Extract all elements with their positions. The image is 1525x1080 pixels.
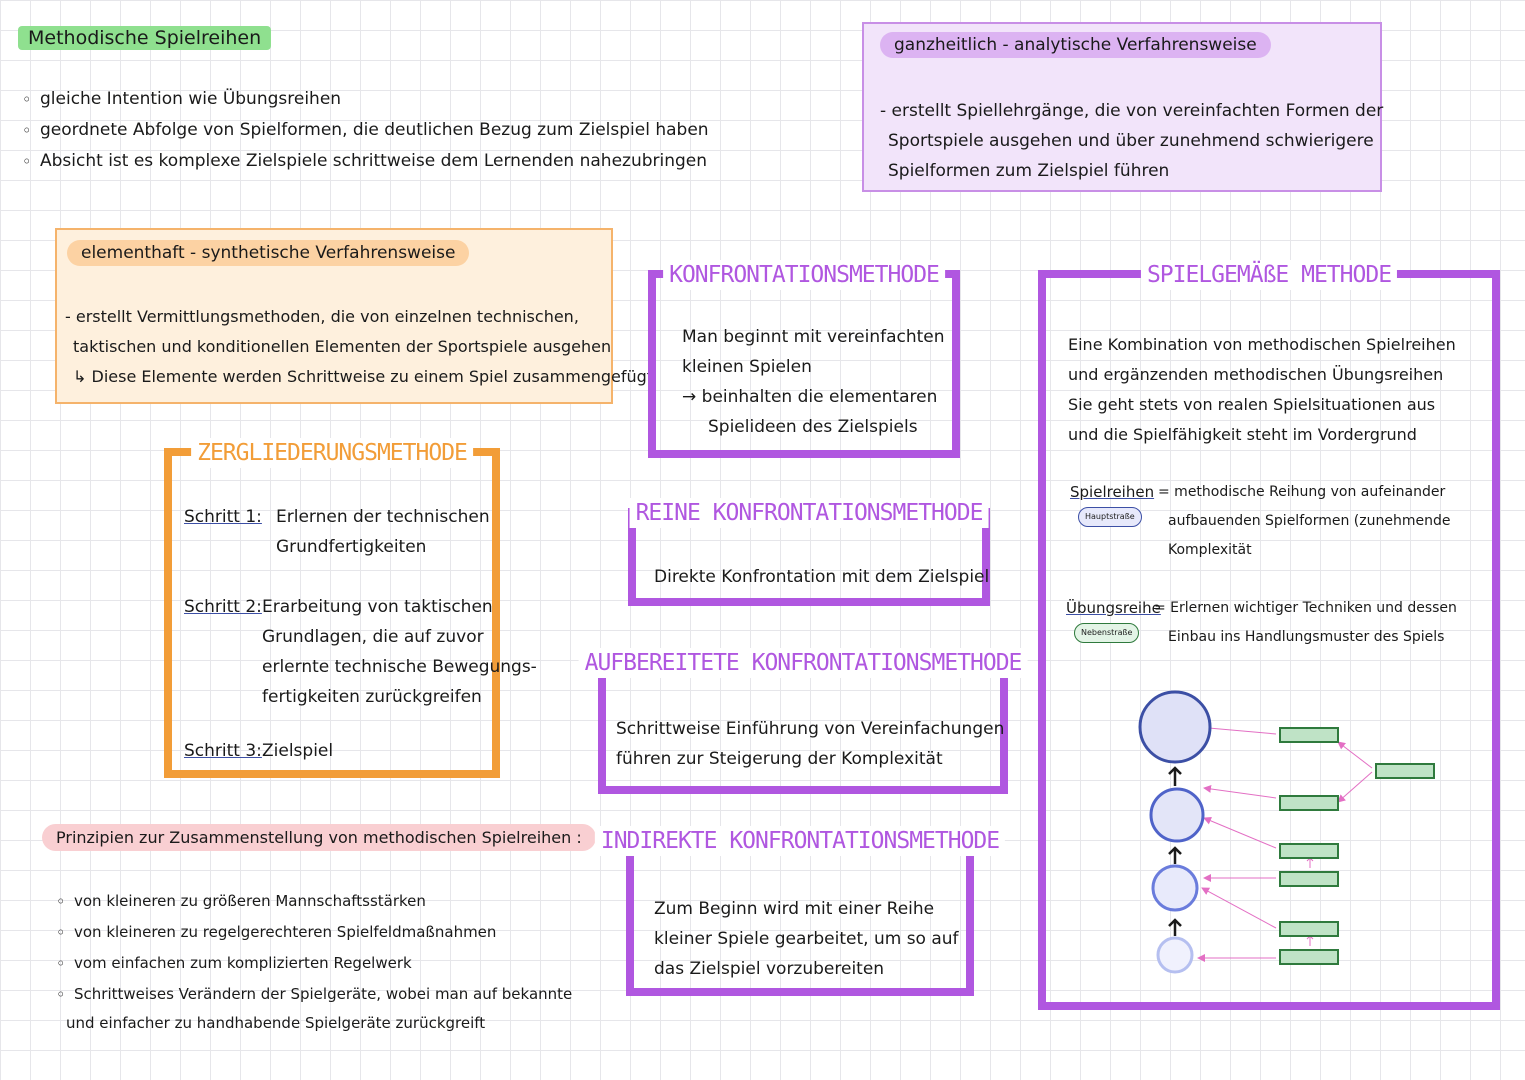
step-line: Grundlagen, die auf zuvor xyxy=(262,627,484,647)
prinzipien-title: Prinzipien zur Zusammenstellung von meth… xyxy=(42,824,596,851)
konfrontation-line: kleinen Spielen xyxy=(682,357,812,377)
spielgemaesse-line: und ergänzenden methodischen Übungsreihe… xyxy=(1068,365,1444,384)
diagram-rect xyxy=(1279,843,1339,859)
spielgemaesse-line: und die Spielfähigkeit steht im Vordergr… xyxy=(1068,425,1417,444)
konfrontation-line: Spielideen des Zielspiels xyxy=(708,417,918,437)
elementhaft-line: - erstellt Vermittlungsmethoden, die von… xyxy=(65,307,579,326)
prinzipien-bullet: von kleineren zu regelgerechteren Spielf… xyxy=(56,917,572,948)
aufbereitete-line: führen zur Steigerung der Komplexität xyxy=(616,749,943,769)
prinzipien-title-wrap: Prinzipien zur Zusammenstellung von meth… xyxy=(42,824,596,851)
step-line: Zielspiel xyxy=(262,741,334,761)
diagram-circle xyxy=(1151,864,1199,912)
spielgemaesse-line: Eine Kombination von methodischen Spielr… xyxy=(1068,335,1456,354)
intro-bullet: geordnete Abfolge von Spielformen, die d… xyxy=(22,115,709,146)
spielreihen-term: Spielreihen xyxy=(1070,483,1155,501)
uebungsreihe-term: Übungsreihe xyxy=(1066,599,1161,617)
diagram-rect xyxy=(1279,727,1339,743)
ganzheitlich-line: Sportspiele ausgehen und über zunehmend … xyxy=(888,131,1374,151)
spielgemaesse-line: Sie geht stets von realen Spielsituation… xyxy=(1068,395,1436,414)
step-line: fertigkeiten zurückgreifen xyxy=(262,687,482,707)
diagram-rect xyxy=(1375,763,1435,779)
indirekte-line: Zum Beginn wird mit einer Reihe xyxy=(654,899,935,919)
reine-title: REINE KONFRONTATIONSMETHODE xyxy=(629,498,989,528)
ganzheitlich-title: ganzheitlich - analytische Verfahrenswei… xyxy=(880,32,1271,58)
intro-bullet: Absicht ist es komplexe Zielspiele schri… xyxy=(22,146,709,177)
indirekte-line: kleiner Spiele gearbeitet, um so auf xyxy=(654,929,959,949)
hauptstrasse-badge: Hauptstraße xyxy=(1078,507,1142,527)
aufbereitete-frame: AUFBEREITETE KONFRONTATIONSMETHODE Schri… xyxy=(578,648,1028,794)
uebungsreihe-line: Einbau ins Handlungsmuster des Spiels xyxy=(1168,629,1445,645)
indirekte-title: INDIREKTE KONFRONTATIONSMETHODE xyxy=(594,826,1006,856)
step-label: Schritt 2: xyxy=(184,597,262,617)
elementhaft-line: ↳ Diese Elemente werden Schrittweise zu … xyxy=(73,367,654,386)
uebungsreihe-line: = Erlernen wichtiger Techniken und desse… xyxy=(1154,600,1457,616)
spielreihen-line: Komplexität xyxy=(1168,542,1252,558)
page-title-wrap: Methodische Spielreihen xyxy=(18,26,272,50)
step-label: Schritt 1: xyxy=(184,507,262,527)
konfrontation-title: KONFRONTATIONSMETHODE xyxy=(663,260,945,290)
prinzipien-bullet: vom einfachen zum komplizierten Regelwer… xyxy=(56,948,572,979)
ganzheitlich-line: Spielformen zum Zielspiel führen xyxy=(888,161,1170,181)
indirekte-frame: INDIREKTE KONFRONTATIONSMETHODE Zum Begi… xyxy=(594,826,1006,996)
diagram-circle xyxy=(1156,936,1194,974)
spielreihen-line: = methodische Reihung von aufeinander xyxy=(1158,484,1446,500)
prinzipien-bullets: von kleineren zu größeren Mannschaftsstä… xyxy=(56,886,572,1010)
zergliederung-title: ZERGLIEDERUNGSMETHODE xyxy=(191,438,473,468)
step-line: erlernte technische Bewegungs- xyxy=(262,657,537,677)
konfrontation-frame: KONFRONTATIONSMETHODE Man beginnt mit ve… xyxy=(648,260,960,458)
reine-line: Direkte Konfrontation mit dem Zielspiel xyxy=(654,567,990,587)
elementhaft-line: taktischen und konditionellen Elementen … xyxy=(73,337,612,356)
elementhaft-box: elementhaft - synthetische Verfahrenswei… xyxy=(55,228,653,404)
step-label: Schritt 3: xyxy=(184,741,262,761)
indirekte-line: das Zielspiel vorzubereiten xyxy=(654,959,885,979)
diagram-rect xyxy=(1279,795,1339,811)
aufbereitete-line: Schrittweise Einführung von Vereinfachun… xyxy=(616,719,1005,739)
step-line: Grundfertigkeiten xyxy=(276,537,427,557)
step-line: Erlernen der technischen xyxy=(276,507,490,527)
diagram-rect xyxy=(1279,921,1339,937)
intro-bullet: gleiche Intention wie Übungsreihen xyxy=(22,84,709,115)
zergliederung-frame: ZERGLIEDERUNGSMETHODE Schritt 1: Erlerne… xyxy=(164,438,537,778)
aufbereitete-title: AUFBEREITETE KONFRONTATIONSMETHODE xyxy=(578,648,1028,678)
spielgemaesse-title: SPIELGEMÄßE METHODE xyxy=(1140,260,1398,290)
prinzipien-bullet: Schrittweises Verändern der Spielgeräte,… xyxy=(56,979,572,1010)
page-title: Methodische Spielreihen xyxy=(18,26,272,50)
prinzipien-bullet: von kleineren zu größeren Mannschaftsstä… xyxy=(56,886,572,917)
diagram-circle xyxy=(1149,787,1205,843)
spielreihen-diagram xyxy=(1138,690,1435,974)
ganzheitlich-box: ganzheitlich - analytische Verfahrenswei… xyxy=(862,22,1384,192)
reine-frame: REINE KONFRONTATIONSMETHODE Direkte Konf… xyxy=(628,498,990,606)
nebenstrasse-badge: Nebenstraße xyxy=(1074,623,1140,643)
konfrontation-line: → beinhalten die elementaren xyxy=(682,387,938,407)
diagram-circle xyxy=(1138,690,1212,764)
diagram-rect xyxy=(1279,871,1339,887)
ganzheitlich-line: - erstellt Spiellehrgänge, die von verei… xyxy=(880,101,1384,121)
elementhaft-title: elementhaft - synthetische Verfahrenswei… xyxy=(67,240,470,266)
step-line: Erarbeitung von taktischen xyxy=(262,597,493,617)
intro-bullets: gleiche Intention wie Übungsreihen geord… xyxy=(22,84,709,177)
konfrontation-line: Man beginnt mit vereinfachten xyxy=(682,327,945,347)
prinzipien-continuation: und einfacher zu handhabende Spielgeräte… xyxy=(66,1014,486,1032)
diagram-rect xyxy=(1279,949,1339,965)
spielreihen-line: aufbauenden Spielformen (zunehmende xyxy=(1168,513,1451,529)
spielgemaesse-frame: SPIELGEMÄßE METHODE Eine Kombination von… xyxy=(1038,260,1500,1010)
